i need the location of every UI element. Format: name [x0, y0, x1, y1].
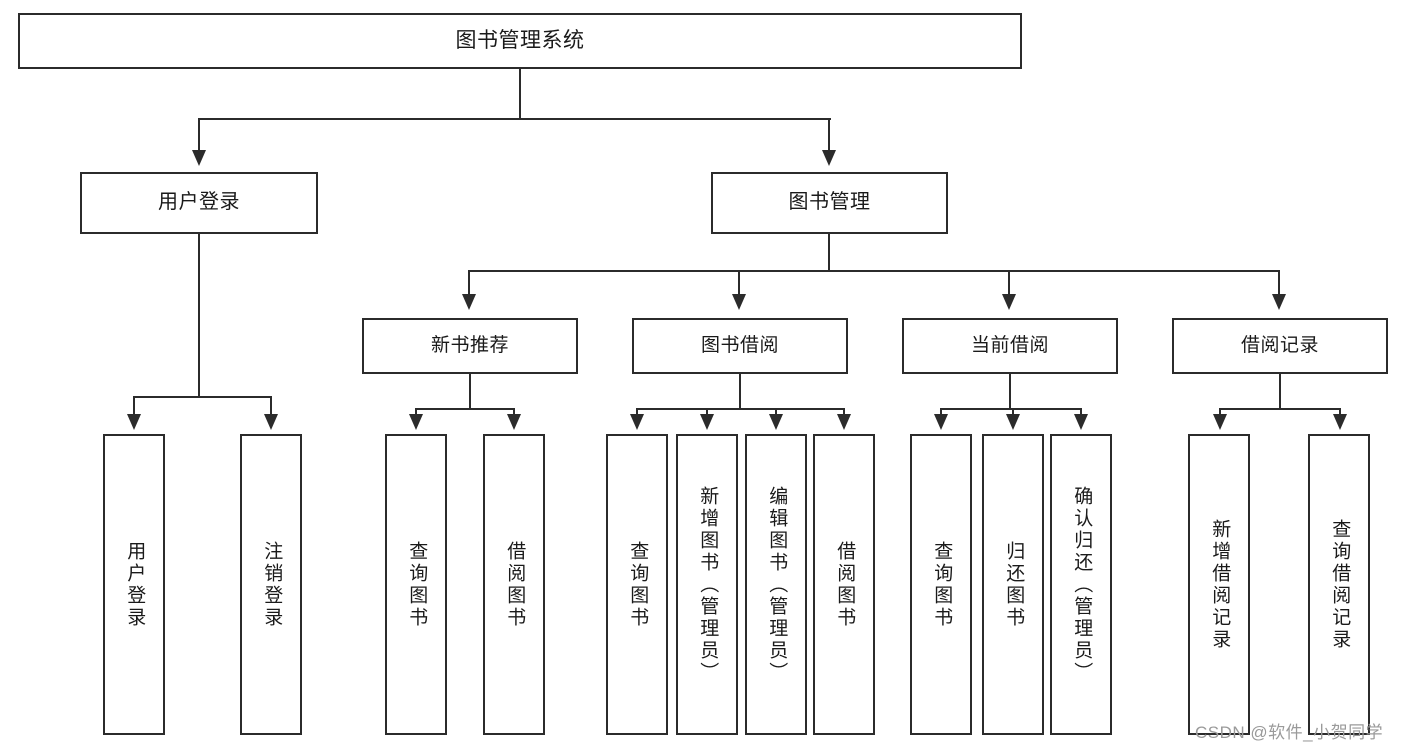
- node-label: 编辑图书（管理员）: [766, 485, 788, 684]
- node-book-borrowing[interactable]: 图书借阅: [632, 318, 848, 374]
- arrow-new-book-rec-to-leaf-1: [409, 414, 423, 430]
- node-label: 查询借阅记录: [1329, 518, 1351, 651]
- arrow-book-manage-to-borrow-record: [1272, 294, 1286, 310]
- arrow-current-borrow-to-leaf-3: [1074, 414, 1088, 430]
- node-leaf-return-book[interactable]: 归还图书: [982, 434, 1044, 735]
- node-label: 查询图书: [931, 540, 953, 629]
- node-leaf-add-book-admin[interactable]: 新增图书（管理员）: [676, 434, 738, 735]
- node-borrowing-record[interactable]: 借阅记录: [1172, 318, 1388, 374]
- arrow-user-login-to-leaf-1: [127, 414, 141, 430]
- connector-borrow-record-stem: [1279, 374, 1281, 408]
- arrow-root-to-user-login: [192, 150, 206, 166]
- connector-user-login-stem: [198, 234, 200, 396]
- node-label: 确认归还（管理员）: [1071, 485, 1093, 684]
- node-label: 归还图书: [1003, 540, 1025, 629]
- node-label: 新书推荐: [430, 334, 509, 356]
- arrow-book-manage-to-book-borrow: [732, 294, 746, 310]
- connector-borrow-record-bus: [1219, 408, 1340, 410]
- arrow-book-borrow-to-leaf-3: [769, 414, 783, 430]
- node-label: 当前借阅: [970, 334, 1049, 356]
- node-label: 新增图书（管理员）: [697, 485, 719, 684]
- arrow-new-book-rec-to-leaf-2: [507, 414, 521, 430]
- connector-book-manage-stem: [828, 234, 830, 270]
- arrow-root-to-book-manage: [822, 150, 836, 166]
- node-label: 查询图书: [406, 540, 428, 629]
- connector-root-to-user-login: [198, 118, 200, 154]
- csdn-watermark: CSDN @软件_小贺同学: [1195, 723, 1384, 742]
- node-leaf-query-book-2[interactable]: 查询图书: [606, 434, 668, 735]
- node-label: 图书管理系统: [455, 28, 585, 52]
- node-leaf-add-borrow-record[interactable]: 新增借阅记录: [1188, 434, 1250, 735]
- connector-book-manage-bus: [468, 270, 1280, 272]
- connector-user-login-to-leaf-1: [133, 396, 135, 418]
- arrow-current-borrow-to-leaf-1: [934, 414, 948, 430]
- node-leaf-borrow-book-1[interactable]: 借阅图书: [483, 434, 545, 735]
- node-leaf-query-book-1[interactable]: 查询图书: [385, 434, 447, 735]
- connector-new-book-rec-bus: [415, 408, 515, 410]
- node-label: 查询图书: [627, 540, 649, 629]
- connector-book-borrow-stem: [739, 374, 741, 408]
- connector-current-borrow-bus: [940, 408, 1081, 410]
- connector-new-book-rec-stem: [469, 374, 471, 408]
- connector-book-manage-to-book-borrow: [738, 270, 740, 298]
- node-leaf-query-book-3[interactable]: 查询图书: [910, 434, 972, 735]
- connector-current-borrow-stem: [1009, 374, 1011, 408]
- arrow-borrow-record-to-leaf-1: [1213, 414, 1227, 430]
- node-label: 借阅图书: [834, 540, 856, 629]
- node-leaf-query-borrow-record[interactable]: 查询借阅记录: [1308, 434, 1370, 735]
- node-current-borrowing[interactable]: 当前借阅: [902, 318, 1118, 374]
- connector-root-bus: [199, 118, 831, 120]
- connector-book-borrow-bus: [636, 408, 844, 410]
- connector-book-manage-to-current-borrow: [1008, 270, 1010, 298]
- arrow-book-manage-to-current-borrow: [1002, 294, 1016, 310]
- node-label: 新增借阅记录: [1209, 518, 1231, 651]
- node-leaf-edit-book-admin[interactable]: 编辑图书（管理员）: [745, 434, 807, 735]
- connector-user-login-bus: [133, 396, 271, 398]
- node-label: 借阅记录: [1240, 334, 1319, 356]
- node-leaf-confirm-return-admin[interactable]: 确认归还（管理员）: [1050, 434, 1112, 735]
- node-book-management-system[interactable]: 图书管理系统: [18, 13, 1022, 69]
- connector-book-manage-to-new-book-rec: [468, 270, 470, 298]
- node-leaf-borrow-book-2[interactable]: 借阅图书: [813, 434, 875, 735]
- arrow-book-borrow-to-leaf-1: [630, 414, 644, 430]
- arrow-book-borrow-to-leaf-4: [837, 414, 851, 430]
- node-new-book-recommendation[interactable]: 新书推荐: [362, 318, 578, 374]
- node-label: 借阅图书: [504, 540, 526, 629]
- node-label: 图书借阅: [700, 334, 779, 356]
- arrow-borrow-record-to-leaf-2: [1333, 414, 1347, 430]
- arrow-user-login-to-leaf-2: [264, 414, 278, 430]
- node-label: 注销登录: [261, 540, 283, 629]
- arrow-book-borrow-to-leaf-2: [700, 414, 714, 430]
- arrow-book-manage-to-new-book-rec: [462, 294, 476, 310]
- node-leaf-user-login[interactable]: 用户登录: [103, 434, 165, 735]
- node-book-management[interactable]: 图书管理: [711, 172, 948, 234]
- connector-root-to-book-manage: [828, 118, 830, 154]
- arrow-current-borrow-to-leaf-2: [1006, 414, 1020, 430]
- connector-user-login-to-leaf-2: [270, 396, 272, 418]
- node-leaf-logout[interactable]: 注销登录: [240, 434, 302, 735]
- node-user-login[interactable]: 用户登录: [80, 172, 318, 234]
- node-label: 图书管理: [788, 191, 871, 214]
- node-label: 用户登录: [158, 191, 240, 214]
- connector-book-manage-to-borrow-record: [1278, 270, 1280, 298]
- node-label: 用户登录: [124, 540, 146, 629]
- connector-root-stem: [519, 69, 521, 118]
